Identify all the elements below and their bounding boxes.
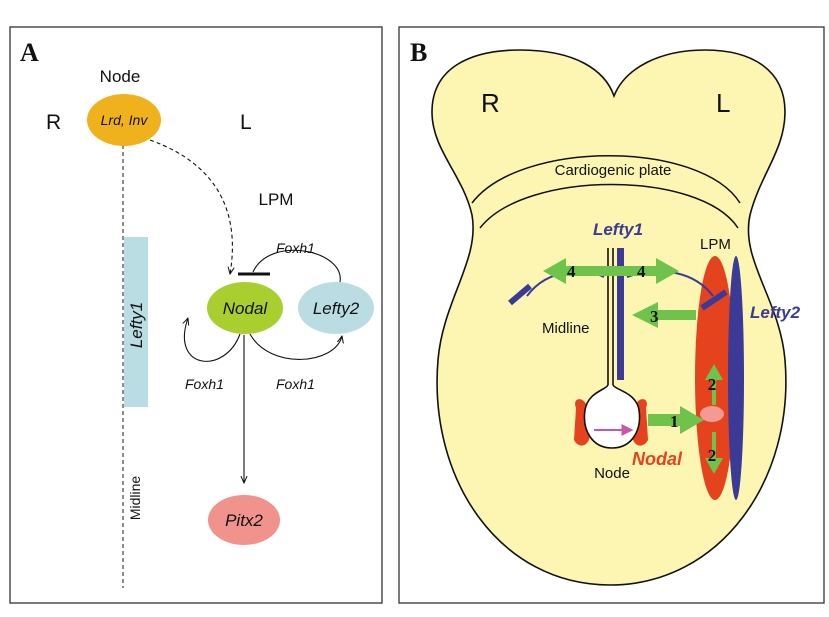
pitx2-label: Pitx2 <box>225 511 263 530</box>
upward-propagation-arrow <box>705 364 723 405</box>
lpm-label-a: LPM <box>259 190 294 209</box>
panel-a: A Node R L Lrd, Inv Lefty1 Midline LPM F… <box>9 26 383 604</box>
lefty-inhibition-bar-left <box>700 289 728 311</box>
lefty-induction-arrow-3 <box>632 302 696 328</box>
nodal-ellipse-a <box>207 282 283 334</box>
left-side-label-a: L <box>240 111 252 134</box>
gene-separator: , <box>121 112 129 128</box>
nodal-label-b: Nodal <box>632 449 683 469</box>
downward-propagation-arrow <box>705 432 723 474</box>
cardiogenic-arc-inner <box>479 183 739 229</box>
foxh1-label-right: Foxh1 <box>276 376 315 392</box>
cardiogenic-arc-outer <box>471 155 741 204</box>
left-side-label-b: L <box>716 88 730 118</box>
lefty2-domain-b <box>728 256 744 500</box>
nodal-autoregulation-arrow <box>184 318 241 362</box>
cardiogenic-plate-label: Cardiogenic plate <box>555 162 672 179</box>
panel-a-letter: A <box>20 38 39 67</box>
step-label-2-down: 2 <box>708 446 717 465</box>
pitx2-ellipse <box>208 495 280 545</box>
node-label-b: Node <box>594 465 630 482</box>
lefty1-label-b: Lefty1 <box>593 220 643 239</box>
right-side-label-b: R <box>481 88 500 118</box>
node-genes-label: Lrd, Inv <box>101 112 149 128</box>
lefty1-bar-a <box>124 237 148 407</box>
foxh1-label-top: Foxh1 <box>276 240 315 256</box>
node-to-nodal-dashed-arrow <box>149 139 232 274</box>
lefty-spread-arrow-4 <box>543 258 679 284</box>
foxh1-label-left: Foxh1 <box>185 376 224 392</box>
lrd-gene-label: Lrd <box>101 112 122 128</box>
midline-label-a: Midline <box>127 476 143 521</box>
lefty2-label-b: Lefty2 <box>750 303 801 322</box>
step-label-3: 3 <box>650 307 659 326</box>
nodal-to-lefty2-arrow <box>249 333 342 360</box>
panel-b: B R L Cardiogenic plate Lefty1 LPM Lefty… <box>398 26 825 604</box>
step-label-2-up: 2 <box>708 375 717 394</box>
lefty1-midline-bar <box>617 248 624 380</box>
lefty2-label-a: Lefty2 <box>313 299 360 318</box>
nodal-label-a: Nodal <box>223 299 269 318</box>
midline-label-b: Midline <box>542 320 590 337</box>
right-side-label-a: R <box>46 111 61 134</box>
lefty2-ellipse-a <box>298 282 374 334</box>
node-to-lpm-arrow-1 <box>648 406 704 434</box>
panel-b-letter: B <box>410 38 427 67</box>
lefty2-inhibition-arc <box>252 249 341 283</box>
lefty-inhibition-bar-right <box>508 283 532 306</box>
embryo-outline <box>431 49 787 586</box>
step-label-4-right: 4 <box>637 262 646 281</box>
lefty1-label-a: Lefty1 <box>127 302 146 348</box>
step-label-4-left: 4 <box>567 262 576 281</box>
node-ellipse <box>87 94 161 146</box>
lpm-label-b: LPM <box>700 236 731 253</box>
step-label-1: 1 <box>670 412 679 431</box>
inv-gene-label: Inv <box>129 112 149 128</box>
node-label-a: Node <box>100 67 141 86</box>
nodal-induction-spot <box>700 406 724 422</box>
